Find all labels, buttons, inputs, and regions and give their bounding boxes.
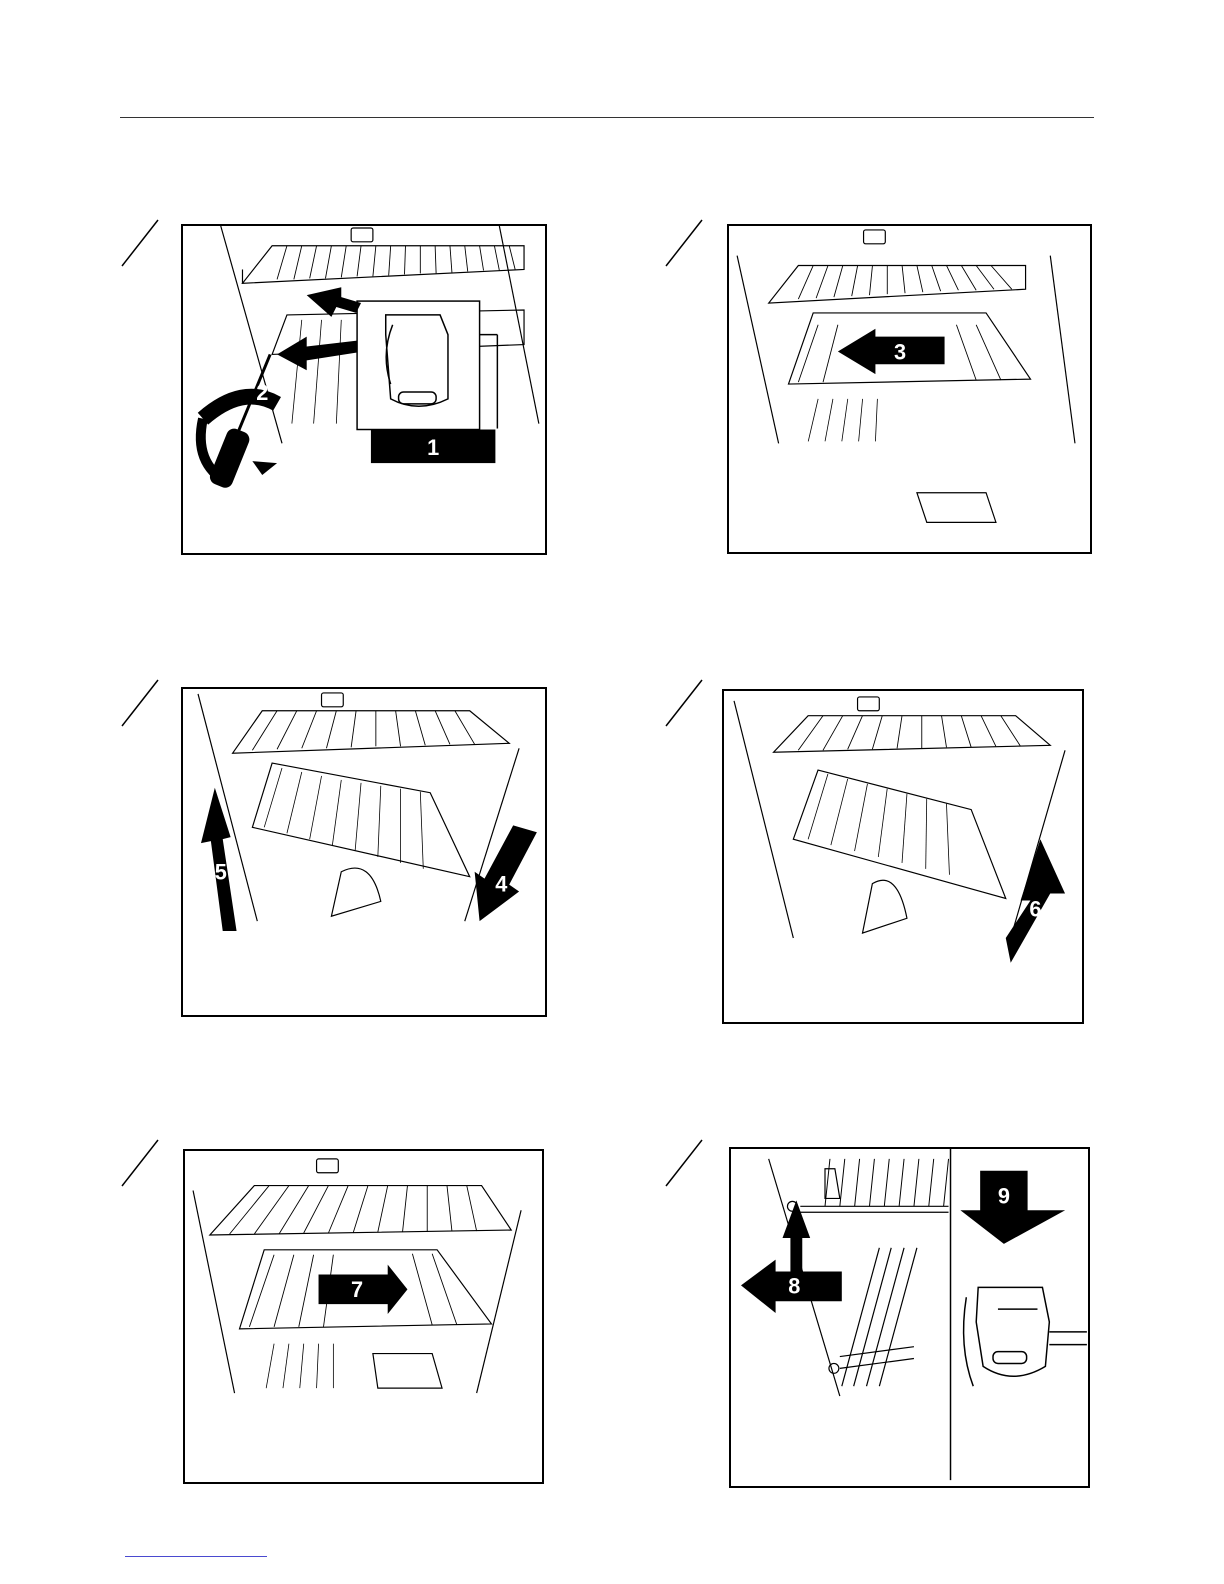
step-slash-6 [664,1138,704,1188]
arrow-up-left [307,287,361,317]
shelf-removal-illustration-4: 6 [724,691,1082,1022]
shelf-removal-illustration-1: 1 2 [183,226,545,553]
illustration-panel-6: 8 9 [729,1147,1090,1488]
illustration-panel-5: 7 [183,1149,544,1484]
step-5-label: 5 [215,860,227,885]
step-6-label: 6 [1029,896,1041,921]
step-7-label: 7 [351,1277,363,1302]
screwdriver-icon [201,354,277,490]
shelf-stop-installation-illustration-6: 8 9 [731,1149,1088,1486]
illustration-panel-2: 3 [727,224,1092,554]
arrow-left-1 [277,337,357,371]
arrow-left-3 [838,329,945,374]
step-9-label: 9 [998,1183,1010,1208]
arrow-down-9 [960,1171,1065,1244]
shelf-removal-illustration-3: 5 4 [183,689,545,1015]
step-slash-2 [664,218,704,268]
illustration-panel-4: 6 [722,689,1084,1024]
step-slash-4 [664,678,704,728]
footer-link-underline [125,1556,267,1557]
step-slash-3 [120,678,160,728]
step-1-label: 1 [427,435,439,460]
step-4-label: 4 [495,872,507,897]
step-2-label: 2 [256,380,268,405]
illustration-panel-1: 1 2 [181,224,547,555]
step-3-label: 3 [894,339,906,364]
arrow-up-pin [783,1200,811,1271]
step-8-label: 8 [788,1273,800,1298]
illustration-panel-3: 5 4 [181,687,547,1017]
shelf-installation-illustration-5: 7 [185,1151,542,1482]
step-slash-5 [120,1138,160,1188]
header-rule [120,117,1094,118]
shelf-removal-illustration-2: 3 [729,226,1090,552]
step-slash-1 [120,218,160,268]
